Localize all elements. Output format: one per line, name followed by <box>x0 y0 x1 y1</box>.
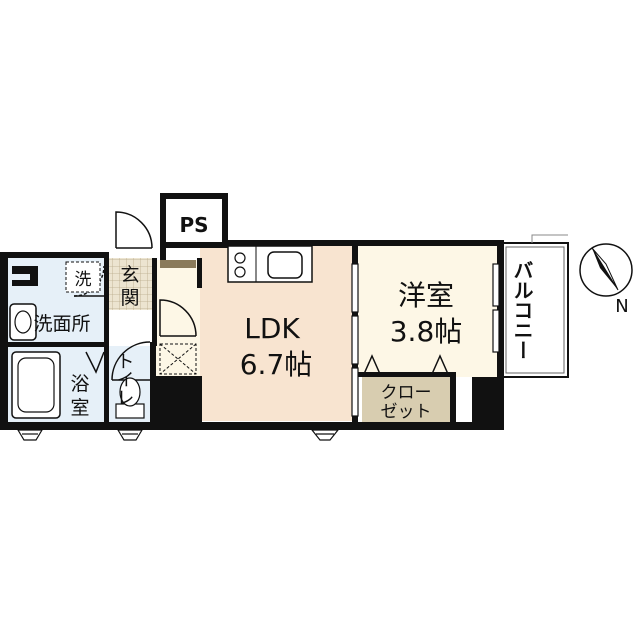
walls <box>0 193 504 430</box>
washer-space: 洗 <box>65 261 101 293</box>
closet-floor <box>362 377 450 422</box>
toilet-label: トイレ <box>114 352 135 406</box>
washroom-label: 洗面所 <box>33 313 90 335</box>
fridge-space <box>159 343 197 375</box>
bath-label-1: 浴 <box>70 373 89 395</box>
bath-label-2: 室 <box>70 397 89 419</box>
western-floor <box>357 245 497 377</box>
ps-floor <box>166 198 222 248</box>
hall-floor <box>152 260 200 376</box>
ldk-size: 6.7帖 <box>240 348 313 381</box>
sliding-doors <box>351 263 500 417</box>
balcony-floor <box>501 242 569 378</box>
closet-label-1: クロー <box>381 383 432 403</box>
bathtub <box>11 351 61 419</box>
ps-label: PS <box>179 213 208 237</box>
balcony: バルコニー <box>501 234 569 378</box>
doors <box>73 211 449 381</box>
ldk-name: LDK <box>244 312 300 345</box>
compass: N <box>579 243 633 317</box>
entrance-label-2: 関 <box>120 287 139 309</box>
entrance-floor <box>108 258 152 310</box>
closet-label-2: ゼット <box>381 402 432 422</box>
western-room-name: 洋室 <box>398 279 454 312</box>
entrance-label-1: 玄 <box>120 264 139 286</box>
kitchen-counter <box>227 245 313 283</box>
windows <box>16 429 340 441</box>
western-room-size: 3.8帖 <box>390 315 463 348</box>
washer-label: 洗 <box>75 270 92 290</box>
balcony-label: バルコニー <box>510 260 534 360</box>
toilet-bowl <box>115 377 145 419</box>
wash-basin <box>9 303 37 341</box>
compass-label: N <box>615 296 628 317</box>
